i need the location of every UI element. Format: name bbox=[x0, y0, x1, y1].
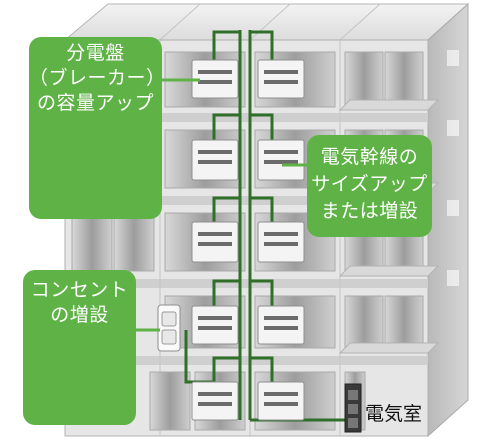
outlet-icon bbox=[157, 304, 181, 352]
building-roof bbox=[63, 3, 470, 41]
callout-panel-upgrade: 分電盤 （ブレーカー） の容量アップ bbox=[29, 37, 166, 219]
callout-outlet-line-2: の増設 bbox=[50, 304, 109, 326]
callout-pointers bbox=[136, 78, 307, 332]
electrical-room-label: 電気室 bbox=[365, 403, 423, 425]
callout-trunk-line-3: または増設 bbox=[320, 200, 419, 222]
electrical-room-cabinet-icon bbox=[344, 383, 362, 433]
distribution-panel-icon bbox=[191, 59, 305, 421]
callout-outlet-line-1: コンセント bbox=[30, 279, 129, 301]
callout-panel-line-3: の容量アップ bbox=[36, 92, 154, 114]
callout-trunk-upgrade: 電気幹線の サイズアップ または増設 bbox=[307, 135, 432, 237]
callout-trunk-line-2: サイズアップ bbox=[311, 173, 428, 195]
callout-panel-line-1: 分電盤 bbox=[66, 42, 125, 64]
callout-panel-line-2: （ブレーカー） bbox=[29, 67, 166, 89]
building-side bbox=[427, 2, 469, 438]
callout-outlet-addition: コンセント の増設 bbox=[23, 270, 136, 425]
callout-trunk-line-1: 電気幹線の bbox=[320, 146, 419, 168]
